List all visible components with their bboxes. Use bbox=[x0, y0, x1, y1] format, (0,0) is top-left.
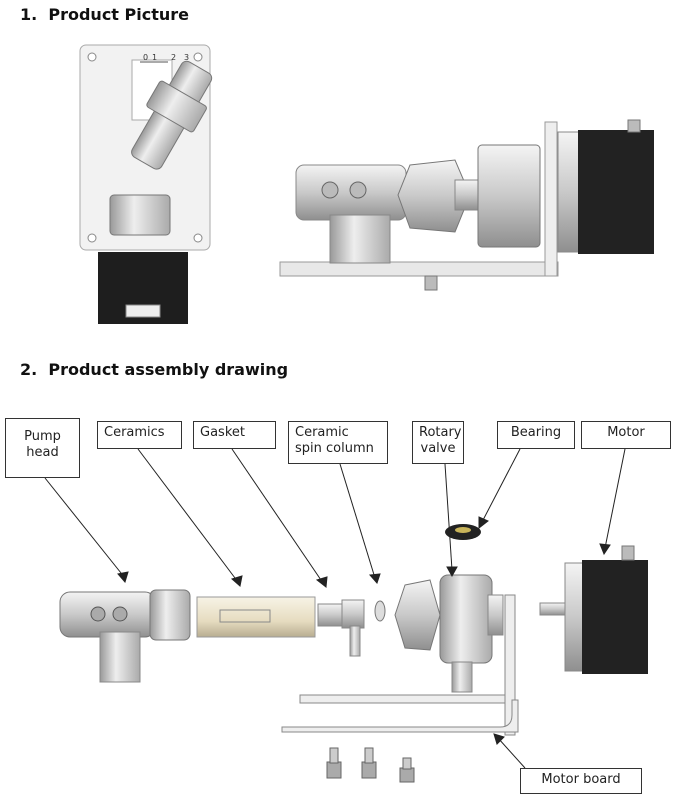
label-gasket: Gasket bbox=[193, 421, 276, 449]
label-ceramics: Ceramics bbox=[97, 421, 182, 449]
section-2-heading: 2. Product assembly drawing bbox=[20, 360, 289, 379]
label-motor: Motor bbox=[581, 421, 671, 449]
front-view-image: 0 1 2 3 bbox=[79, 44, 213, 324]
svg-text:2: 2 bbox=[171, 53, 176, 62]
label-motor-board: Motor board bbox=[520, 768, 642, 794]
section-1-heading: 1. Product Picture bbox=[20, 5, 189, 24]
svg-text:1: 1 bbox=[152, 53, 157, 62]
leader-lines bbox=[44, 448, 626, 769]
svg-text:3: 3 bbox=[184, 53, 189, 62]
svg-text:0: 0 bbox=[143, 53, 148, 62]
side-view-image bbox=[279, 119, 654, 291]
label-bearing: Bearing bbox=[497, 421, 575, 449]
assembly-drawing bbox=[59, 524, 648, 783]
